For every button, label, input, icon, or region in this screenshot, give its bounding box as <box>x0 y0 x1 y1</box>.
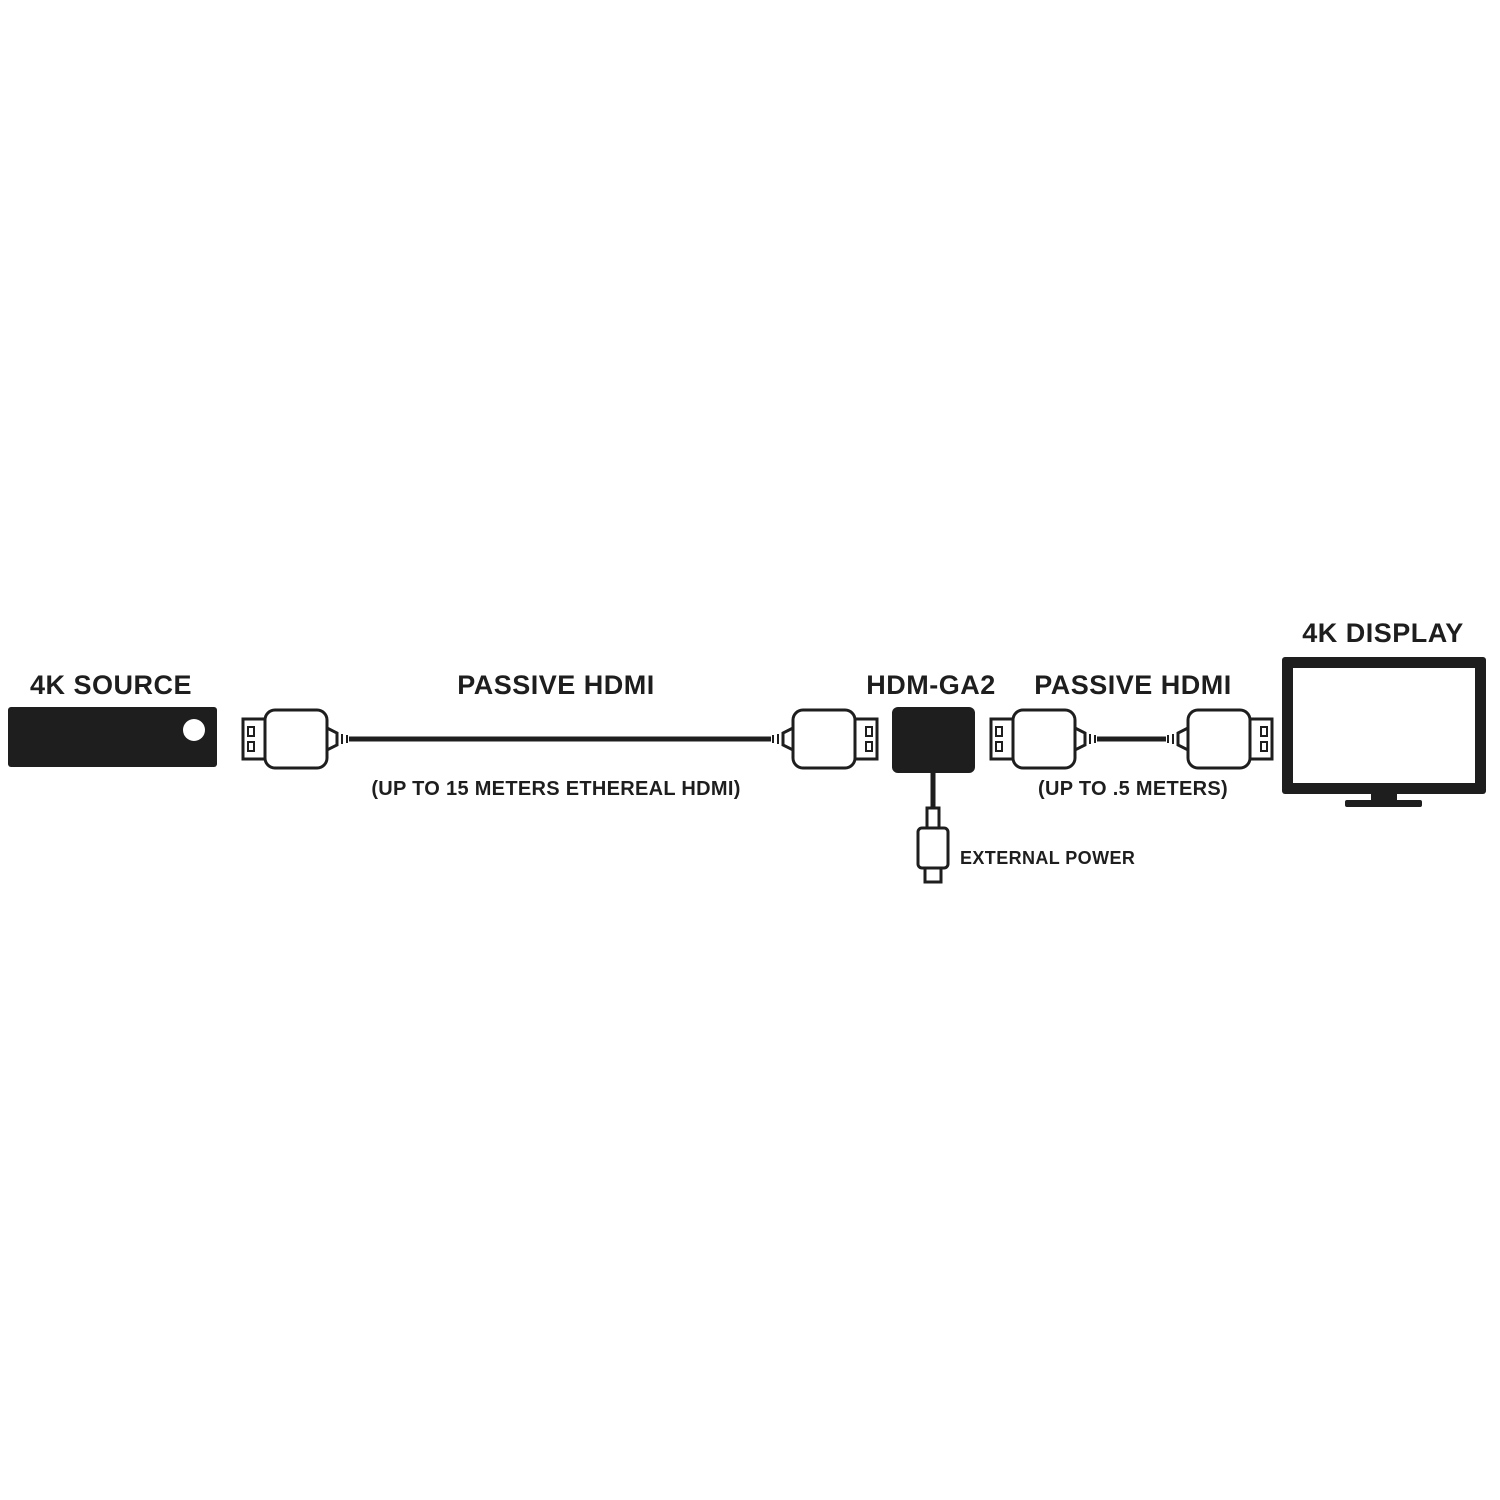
display-stand <box>1371 794 1397 800</box>
display-label: 4K DISPLAY <box>1302 618 1464 648</box>
cable1 <box>241 708 877 770</box>
hdmi-plug-icon <box>241 708 349 770</box>
power-plug-icon <box>916 826 950 870</box>
hdmi-plug-icon <box>989 708 1097 770</box>
hdmi-plug-icon <box>773 710 877 768</box>
display-device <box>1282 657 1486 807</box>
hdmi-plug-icon <box>1168 710 1272 768</box>
cable1-note: (UP TO 15 METERS ETHEREAL HDMI) <box>371 778 740 800</box>
source-device <box>8 707 217 767</box>
adapter-device <box>892 707 975 884</box>
cable2-label: PASSIVE HDMI <box>1034 670 1232 700</box>
source-label: 4K SOURCE <box>30 670 192 700</box>
display-screen <box>1293 668 1475 783</box>
cable2-note: (UP TO .5 METERS) <box>1038 778 1228 800</box>
power-led-icon <box>183 719 205 741</box>
cable1-label: PASSIVE HDMI <box>457 670 655 700</box>
cable2 <box>989 708 1272 770</box>
device-label: HDM-GA2 <box>866 670 996 700</box>
power-label: EXTERNAL POWER <box>960 848 1135 868</box>
